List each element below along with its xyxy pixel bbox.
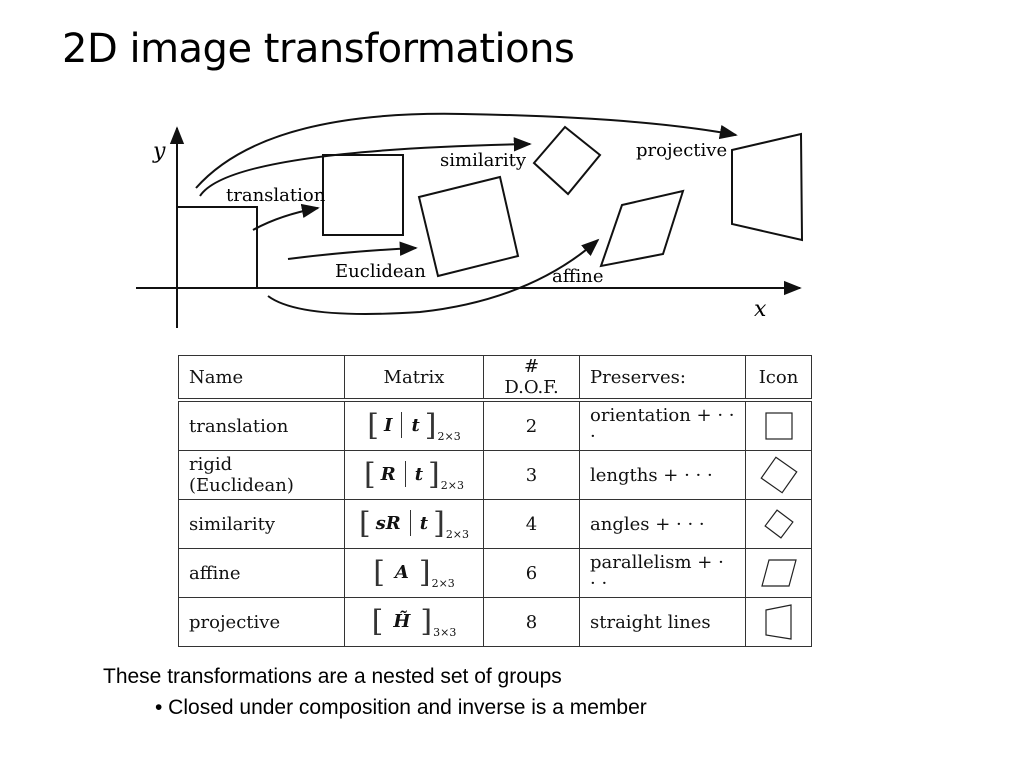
transformations-table: Name Matrix # D.O.F. Preserves: Icon tra…: [178, 355, 812, 647]
header-name: Name: [178, 355, 345, 401]
projective-arrow: [195, 112, 738, 189]
row-dof: 3: [483, 450, 580, 500]
y-axis-label: y: [152, 139, 166, 164]
translation-label: translation: [226, 185, 326, 206]
projective-label: projective: [636, 140, 727, 161]
euclidean-label: Euclidean: [335, 261, 426, 282]
notes-bullet: • Closed under composition and inverse i…: [155, 696, 647, 719]
row-icon: [745, 450, 812, 500]
notes: These transformations are a nested set o…: [103, 661, 647, 723]
row-name: rigid (Euclidean): [178, 450, 345, 500]
similarity-arrow: [199, 137, 532, 197]
row-icon: [745, 499, 812, 549]
matrix-symbol: A: [394, 562, 409, 583]
row-preserves: straight lines: [579, 597, 746, 647]
similarity-label: similarity: [440, 150, 527, 171]
x-axis-label: x: [754, 297, 767, 322]
affine-parallelogram: [599, 189, 685, 268]
table-row: projective [H̃]3×3 8 straight lines: [178, 597, 812, 647]
matrix-size: 2×3: [445, 528, 470, 541]
euclidean-square: [417, 175, 520, 278]
affine-arrow: [267, 238, 600, 315]
similarity-square: [532, 125, 602, 196]
matrix-symbol: t: [419, 513, 429, 534]
row-matrix: [H̃]3×3: [344, 597, 484, 647]
matrix-symbol: t: [414, 464, 424, 485]
row-dof: 4: [483, 499, 580, 549]
table-header-row: Name Matrix # D.O.F. Preserves: Icon: [178, 355, 812, 401]
affine-label: affine: [552, 266, 604, 287]
header-preserves: Preserves:: [579, 355, 746, 401]
row-preserves: angles + · · ·: [579, 499, 746, 549]
transformations-diagram: y x translation Euclidean similarity aff…: [136, 112, 804, 328]
row-preserves: orientation + · · ·: [579, 398, 746, 451]
row-name: projective: [178, 597, 345, 647]
row-icon: [745, 597, 812, 647]
matrix-symbol: H̃: [393, 611, 411, 632]
row-name: translation: [178, 398, 345, 451]
matrix-size: 2×3: [437, 430, 461, 443]
matrix-size: 2×3: [431, 577, 455, 590]
parallelogram-icon: [760, 559, 797, 587]
row-dof: 2: [483, 398, 580, 451]
matrix-symbol: R: [380, 464, 396, 485]
original-square: [176, 206, 258, 289]
header-dof: # D.O.F.: [483, 355, 580, 401]
projective-trapezoid: [731, 132, 804, 242]
header-matrix: Matrix: [344, 355, 484, 401]
header-icon: Icon: [745, 355, 812, 401]
trapezoid-icon: [764, 604, 792, 640]
matrix-symbol: I: [384, 415, 393, 436]
matrix-size: 2×3: [440, 479, 464, 492]
notes-line: These transformations are a nested set o…: [103, 665, 562, 688]
translation-arrow: [252, 203, 320, 231]
table-row: affine [A]2×3 6 parallelism + · · ·: [178, 548, 812, 598]
row-icon: [745, 548, 812, 598]
row-name: affine: [178, 548, 345, 598]
row-dof: 6: [483, 548, 580, 598]
row-dof: 8: [483, 597, 580, 647]
slide-title: 2D image transformations: [62, 26, 575, 72]
rotated-square-icon: [759, 456, 798, 494]
row-matrix: [A]2×3: [344, 548, 484, 598]
translated-square: [322, 154, 404, 236]
matrix-symbol: t: [411, 415, 420, 436]
matrix-symbol: sR: [375, 513, 401, 534]
euclidean-arrow: [287, 241, 418, 260]
row-icon: [745, 398, 812, 451]
matrix-size: 3×3: [433, 626, 457, 639]
square-icon: [764, 412, 793, 440]
row-preserves: lengths + · · ·: [579, 450, 746, 500]
row-preserves: parallelism + · · ·: [579, 548, 746, 598]
row-name: similarity: [178, 499, 345, 549]
small-rotated-square-icon: [763, 509, 794, 539]
